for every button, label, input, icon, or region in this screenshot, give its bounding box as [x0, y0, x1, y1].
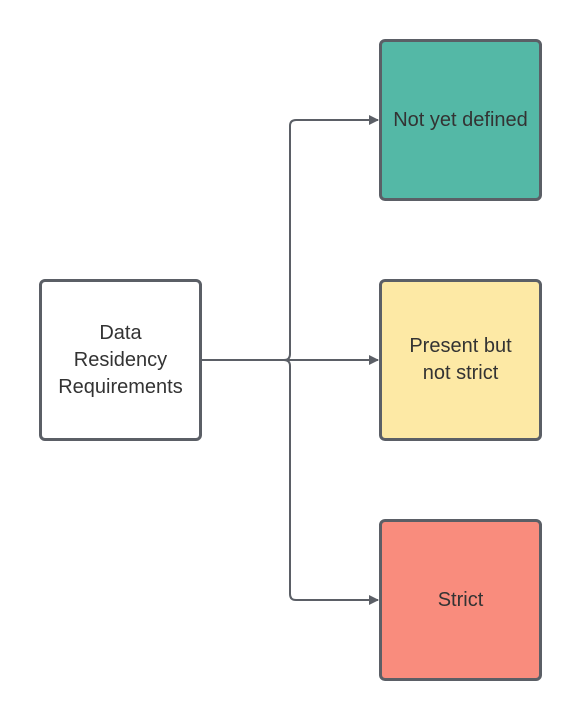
strict-text: Strict: [437, 588, 484, 611]
data-residency-requirements-label: Data Residency Requirements: [58, 320, 183, 401]
strict-node: Strict: [379, 519, 542, 681]
data-residency-requirements-node: Data Residency Requirements: [39, 279, 202, 441]
connector-to-strict: [202, 359, 379, 605]
source-label-line-2: Residency: [73, 348, 168, 371]
present-but-not-strict-line-2: not strict: [422, 362, 499, 384]
present-but-not-strict-label: Present but not strict: [409, 333, 511, 387]
connector-to-not-yet-defined: [202, 115, 379, 361]
source-label-line-1: Data: [99, 321, 142, 344]
present-but-not-strict-node: Present but not strict: [379, 279, 542, 441]
present-but-not-strict-line-1: Present but: [409, 335, 512, 357]
not-yet-defined-label: Not yet defined: [393, 107, 528, 134]
not-yet-defined-node: Not yet defined: [379, 39, 542, 201]
source-label-line-3: Requirements: [58, 375, 183, 398]
not-yet-defined-text: Not yet defined: [393, 108, 528, 131]
strict-label: Strict: [438, 587, 484, 614]
